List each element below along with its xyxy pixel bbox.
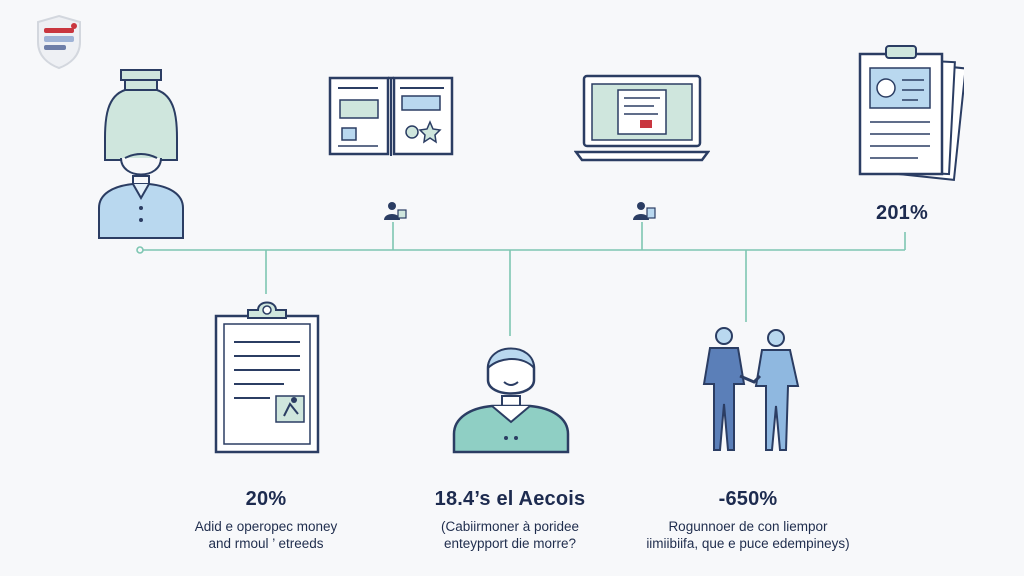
- caption-2-line1: (Cabiirmoner à poridee: [440, 519, 580, 534]
- open-book-icon: [328, 74, 454, 160]
- caption-3-line1: Rogunnoer de con liempor: [668, 519, 828, 534]
- clipboard-icon: [214, 296, 320, 454]
- caption-1-line2: and rmoul ’ etreeds: [208, 536, 324, 551]
- small-figure-icon: [629, 200, 657, 222]
- clipboard-stack-icon: [858, 42, 964, 182]
- caption-1-line1: Adid e operopec money: [194, 519, 338, 534]
- person-bust-icon: [452, 338, 570, 454]
- laptop-icon: [574, 74, 710, 164]
- caption-3-line2: iimiibiifa, que e puce edempineys): [646, 536, 850, 551]
- handshake-icon: [694, 326, 806, 454]
- stat-1: 20%: [245, 488, 287, 510]
- top-right-stat: 201%: [876, 202, 928, 224]
- small-figure-icon: [380, 200, 408, 222]
- caption-2-line2: enteypport die morre?: [443, 536, 577, 551]
- shield-logo-icon: [34, 14, 84, 70]
- stat-3: -650%: [718, 488, 778, 510]
- person-icon: [95, 68, 187, 242]
- stat-2: 18.4’s el Aecois: [434, 488, 586, 510]
